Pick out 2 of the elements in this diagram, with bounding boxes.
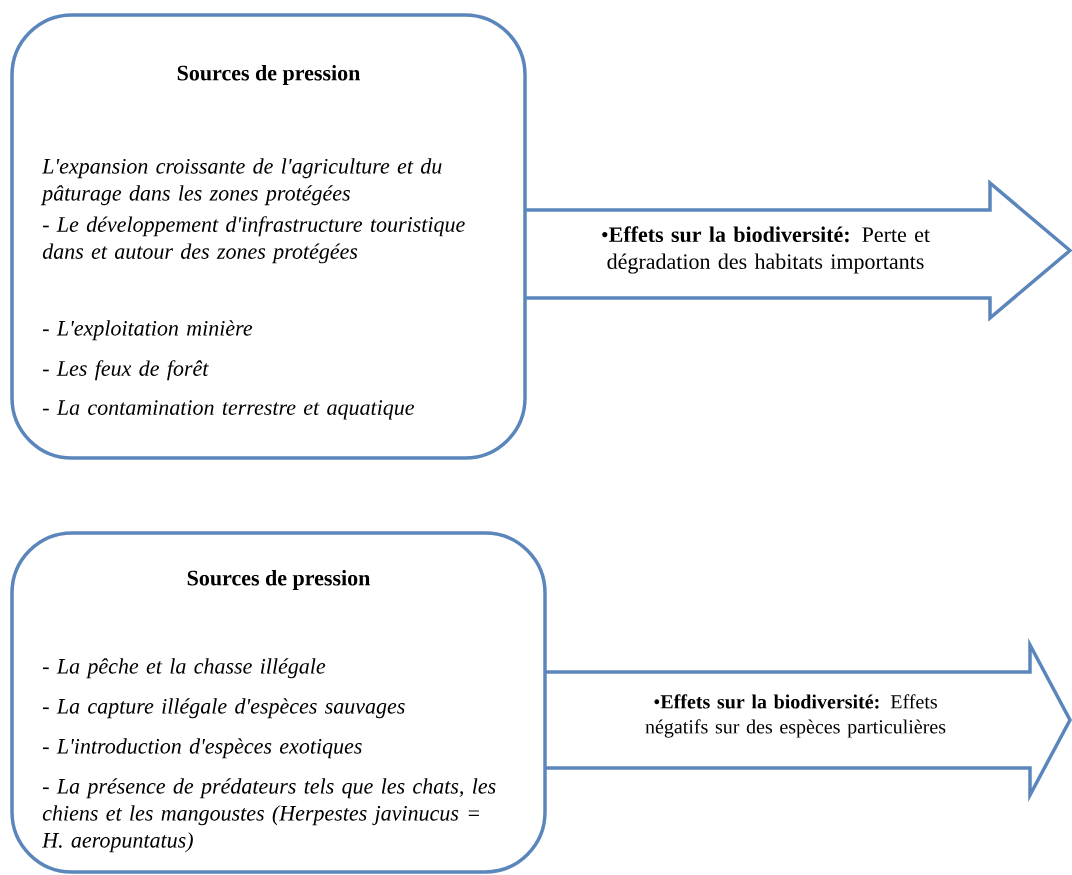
pressure-box: Sources de pression L'expansion croissante de l'agriculture et du pâturage dans les zones protégées - Le développement d'infrastructure touristique dans et autour des zones protégées - L'exploitation minière - Les feux de forêt - La contamination terrestre et aquatique <box>10 13 527 460</box>
pressure-box: Sources de pression - La pêche et la chasse illégale - La capture illégale d'espèces sauvages - L'introduction d'espèces exotiques - La présence de prédateurs tels que les chats, les chiens et les mangoustes (Herpestes javinucus = H. aeropuntatus) <box>10 531 547 874</box>
